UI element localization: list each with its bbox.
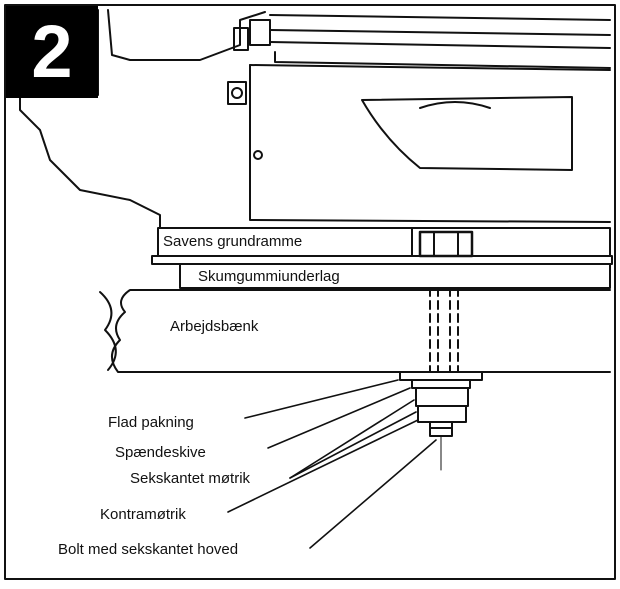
leader-spring-washer	[267, 387, 411, 449]
leader-lock-nut	[227, 419, 419, 513]
outer-border	[4, 4, 616, 580]
label-lock-nut: Kontramøtrik	[100, 506, 186, 523]
frame-nut	[418, 230, 474, 258]
hex-nut-shape	[415, 387, 469, 407]
saw-rail-1	[269, 29, 611, 36]
blade-arc	[419, 101, 491, 109]
workbench-outline	[111, 289, 611, 373]
leader-hex-nut-2	[289, 411, 417, 479]
saw-rail-3	[274, 51, 611, 69]
saw-rail-2	[269, 41, 611, 49]
saw-table-top	[249, 64, 611, 71]
base-plate	[151, 255, 613, 265]
label-hex-nut: Sekskantet møtrik	[130, 470, 251, 487]
leader-flat-washer	[244, 379, 399, 419]
saw-screw	[253, 150, 263, 160]
step-number-badge: 2	[6, 6, 98, 98]
foam-pad	[179, 263, 611, 289]
bolt-hole-dashed	[429, 287, 459, 373]
saw-bolt-box	[227, 81, 247, 105]
saw-rail-0	[269, 14, 611, 21]
label-flat-washer: Flad pakning	[108, 414, 194, 431]
label-spring-washer: Spændeskive	[115, 444, 206, 461]
saw-table-outline	[249, 64, 611, 223]
flat-washer-shape	[399, 371, 483, 381]
leader-hex-nut	[289, 399, 415, 479]
leader-bolt	[309, 439, 437, 549]
label-workbench: Arbejdsbænk	[170, 318, 259, 335]
saw-knob-block	[249, 19, 271, 46]
lock-nut-shape	[417, 405, 467, 423]
label-saw-frame: Savens grundramme	[163, 233, 303, 250]
frame-nut-lines	[433, 231, 459, 257]
label-foam-pad: Skumgummiunderlag	[198, 268, 340, 285]
bolt-shaft-dashed	[437, 287, 451, 373]
saw-bolt-circle	[231, 87, 243, 99]
saw-knob	[233, 27, 249, 51]
saw-housing-top	[107, 9, 266, 61]
blade-window	[361, 96, 573, 171]
label-hex-bolt: Bolt med sekskantet hoved	[58, 541, 239, 558]
spring-washer-shape	[411, 379, 471, 389]
workbench-left-edge	[99, 291, 117, 371]
